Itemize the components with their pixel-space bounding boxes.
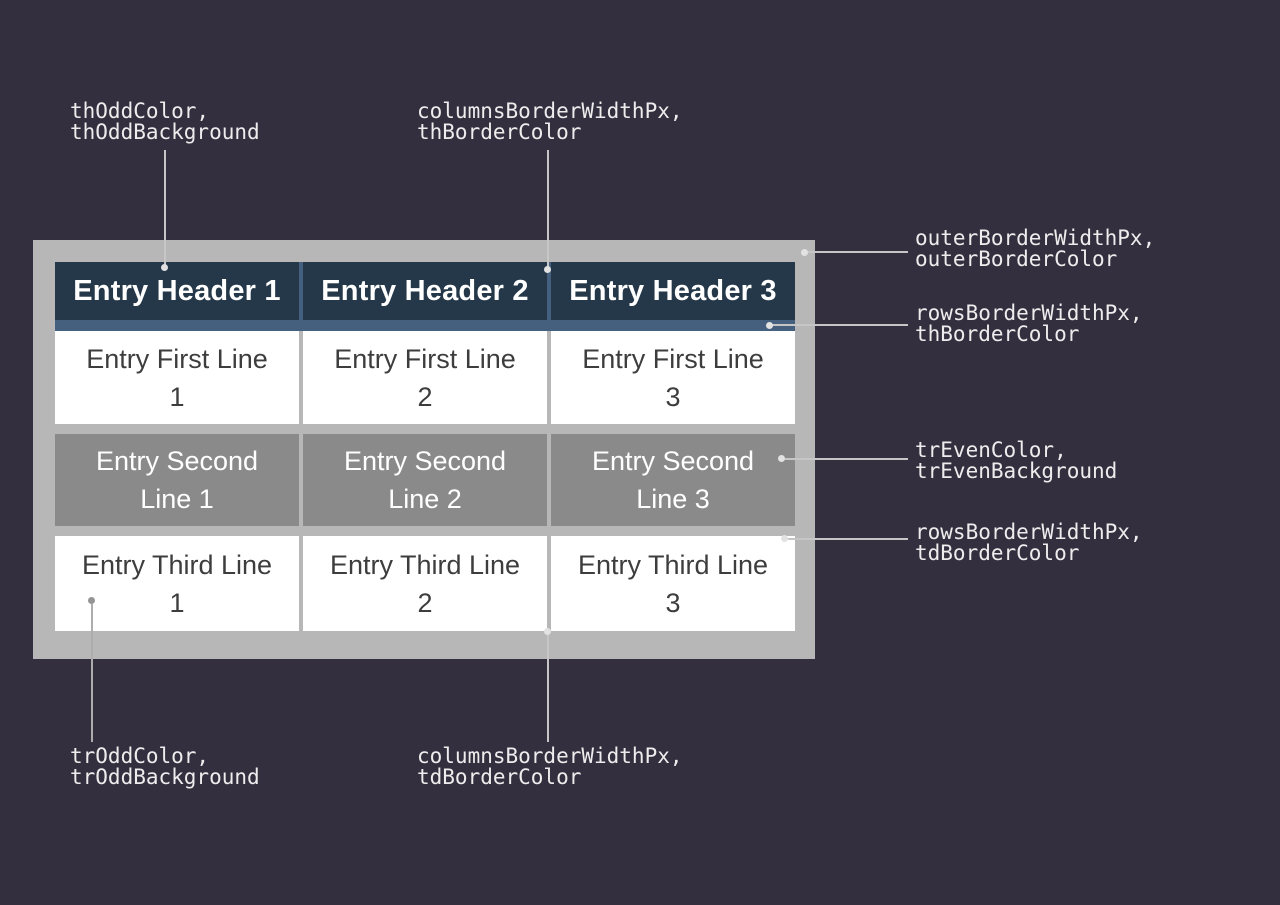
table-cell: Entry First Line 3 [551,331,795,424]
annotation-endpoint-dot [88,597,95,604]
annotation-connector-line [164,150,166,268]
annotation-connector-line [772,324,908,326]
table-header-cell: Entry Header 3 [551,262,795,320]
annotation-tr-even-colors: trEvenColor, trEvenBackground [915,438,1118,483]
annotation-connector-line [788,538,908,540]
annotation-rows-border-th: rowsBorderWidthPx, thBorderColor [915,301,1143,346]
table-header-cell: Entry Header 2 [303,262,547,320]
annotation-endpoint-dot [766,322,773,329]
annotation-endpoint-dot [801,249,808,256]
table-cell: Entry Third Line 3 [551,536,795,631]
annotation-endpoint-dot [781,535,788,542]
table-cell: Entry Third Line 2 [303,536,547,631]
annotation-outer-border: outerBorderWidthPx, outerBorderColor [915,226,1156,271]
styled-table: Entry Header 1 Entry Header 2 Entry Head… [33,240,815,659]
table-row-odd: Entry First Line 1 Entry First Line 2 En… [55,331,795,424]
annotation-columns-border-th: columnsBorderWidthPx, thBorderColor [417,99,683,144]
table-cell: Entry Second Line 3 [551,434,795,526]
table-body: Entry First Line 1 Entry First Line 2 En… [55,331,795,631]
annotation-th-odd-colors: thOddColor, thOddBackground [70,99,260,144]
annotation-endpoint-dot [544,266,551,273]
annotation-endpoint-dot [161,264,168,271]
table-row-odd: Entry Third Line 1 Entry Third Line 2 En… [55,536,795,631]
annotation-connector-line [547,150,549,270]
annotation-connector-line [91,604,93,742]
annotation-rows-border-td: rowsBorderWidthPx, tdBorderColor [915,520,1143,565]
annotation-columns-border-td: columnsBorderWidthPx, tdBorderColor [417,744,683,789]
table-row-even: Entry Second Line 1 Entry Second Line 2 … [55,434,795,526]
annotation-connector-line [547,634,549,742]
annotation-tr-odd-colors: trOddColor, trOddBackground [70,744,260,789]
table-cell: Entry Third Line 1 [55,536,299,631]
annotation-connector-line [785,458,908,460]
annotation-connector-line [806,251,908,253]
table-cell: Entry First Line 2 [303,331,547,424]
annotation-endpoint-dot [544,628,551,635]
table-cell: Entry Second Line 2 [303,434,547,526]
table-header-cell: Entry Header 1 [55,262,299,320]
annotation-endpoint-dot [778,455,785,462]
table-header-row: Entry Header 1 Entry Header 2 Entry Head… [55,262,795,331]
table-cell: Entry Second Line 1 [55,434,299,526]
table-cell: Entry First Line 1 [55,331,299,424]
